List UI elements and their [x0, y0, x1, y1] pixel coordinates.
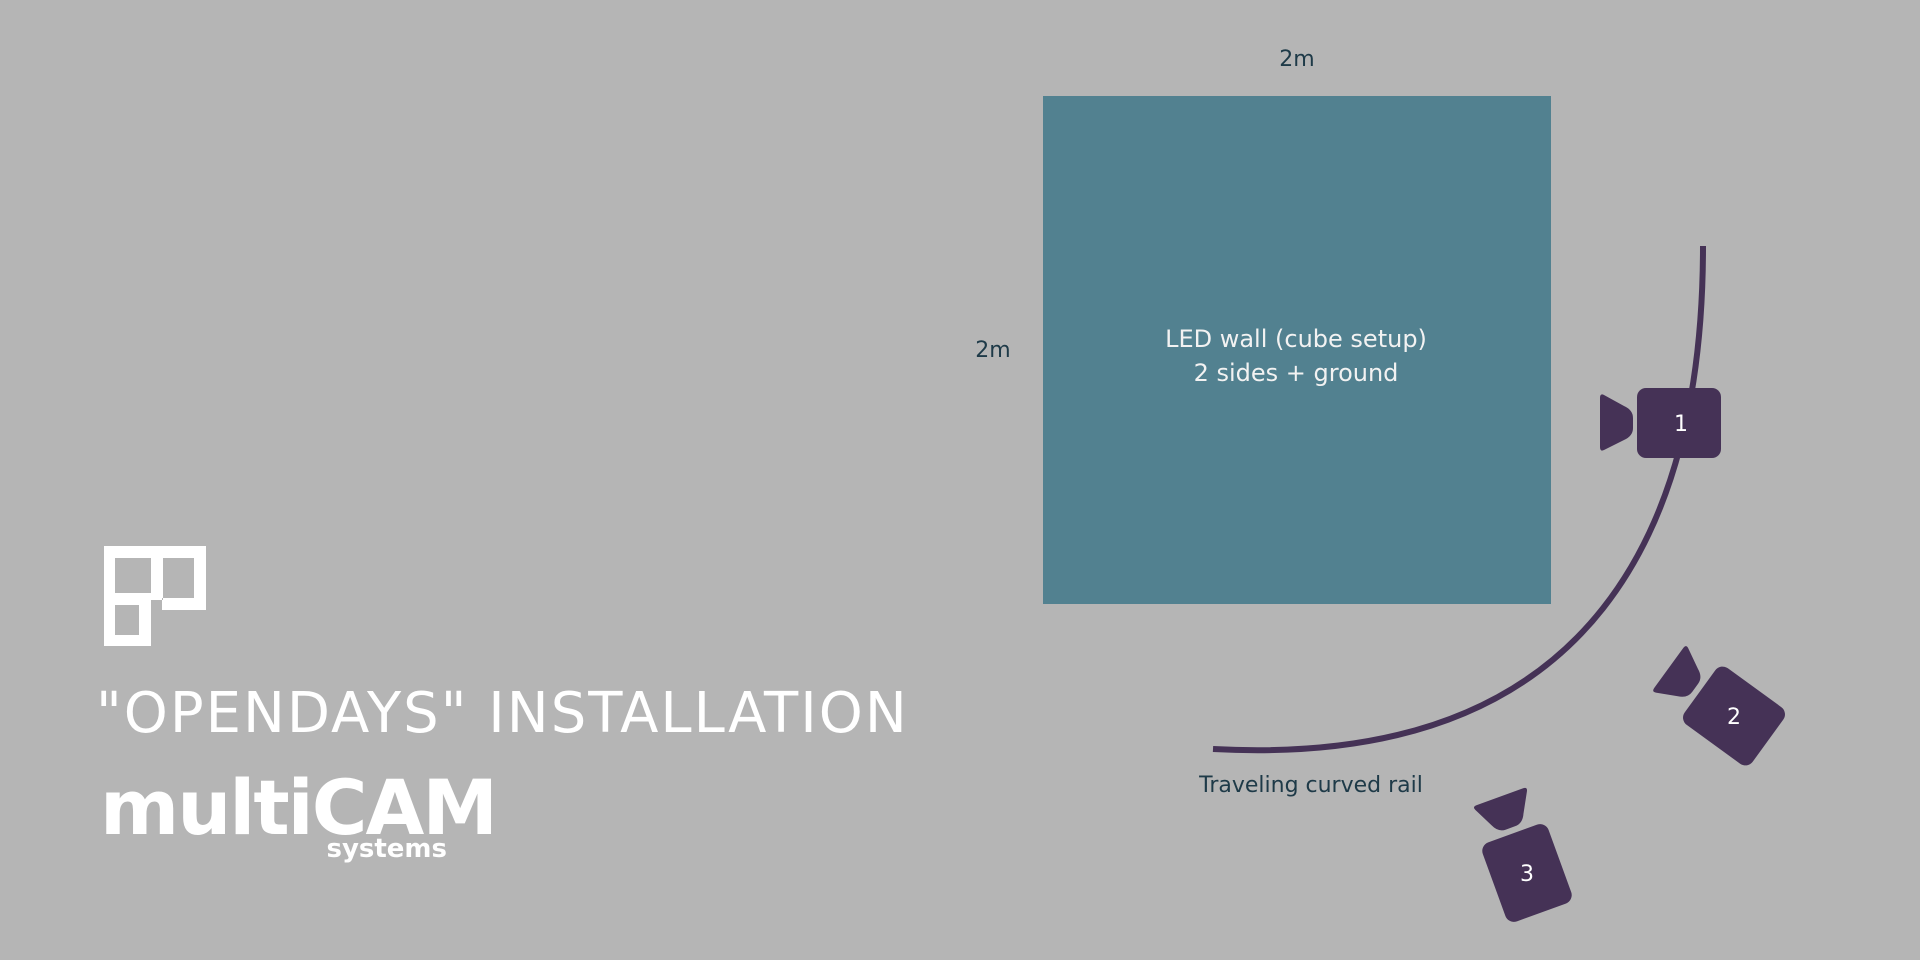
camera-3: 3 — [1473, 787, 1572, 922]
video-camera-icon — [1600, 388, 1721, 458]
led-wall-width-label: 2m — [1279, 47, 1314, 72]
led-wall — [1043, 96, 1551, 604]
rail-label: Traveling curved rail — [1198, 773, 1423, 798]
video-camera-icon — [1653, 646, 1785, 766]
curved-rail — [1212, 245, 1706, 754]
brand-sub: systems — [326, 834, 447, 864]
camera-1: 1 — [1600, 388, 1721, 458]
video-camera-icon — [1473, 787, 1572, 922]
camera-2: 2 — [1653, 646, 1785, 766]
fp-logo-icon — [104, 546, 206, 646]
led-wall-height-label: 2m — [975, 338, 1010, 363]
camera-1-number: 1 — [1674, 412, 1688, 437]
brand-name: multiCAM — [100, 763, 496, 852]
led-wall-label-line2: 2 sides + ground — [1194, 359, 1399, 387]
installation-title: "OPENDAYS" INSTALLATION — [96, 681, 909, 746]
camera-3-number: 3 — [1520, 862, 1534, 887]
camera-2-number: 2 — [1727, 705, 1741, 730]
led-wall-label-line1: LED wall (cube setup) — [1165, 325, 1427, 353]
